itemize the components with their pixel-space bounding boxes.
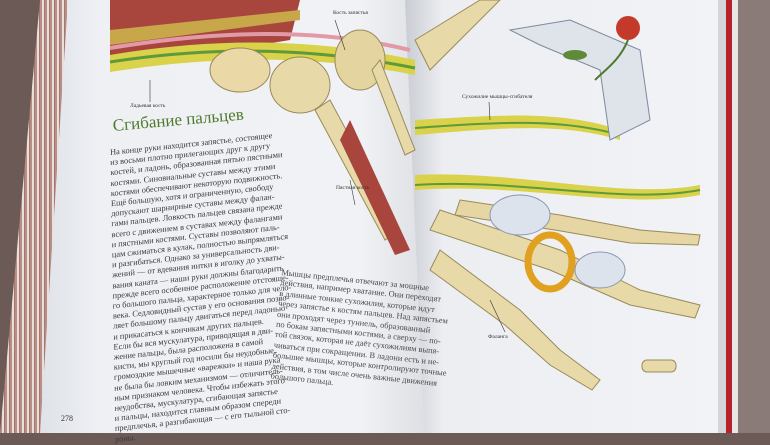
- finger-bone-tip: [641, 359, 677, 373]
- finger-bones: [429, 249, 601, 391]
- forearm-bone: [414, 0, 501, 71]
- label-flexor-tendon: Сухожилие мышцы-сгибателя: [462, 94, 533, 100]
- label-metacarpal: Пястная кость: [336, 185, 370, 191]
- finger-bones: [508, 19, 651, 141]
- hand-anatomy-illustration: [109, 0, 701, 391]
- metacarpal-bone: [371, 59, 416, 156]
- book-cover-edge: [718, 0, 770, 433]
- rose-stem: [594, 39, 629, 81]
- label-carpal: Кость запястья: [333, 10, 368, 16]
- bandage-wrap: [489, 194, 551, 236]
- tendon-band: [414, 182, 701, 196]
- carpal-bone: [269, 56, 331, 114]
- tendon-band: [414, 121, 621, 136]
- left-body-text: На конце руки находится запястье, состоя…: [110, 129, 294, 445]
- gold-ring: [524, 231, 576, 293]
- muscle-stripe: [110, 10, 300, 45]
- label-scaphoid: Ладьевая кость: [130, 103, 166, 109]
- rose-leaf: [563, 50, 587, 60]
- carpal-bone: [209, 47, 271, 93]
- bandage-wrap: [574, 251, 626, 289]
- page-number: 278: [61, 414, 73, 423]
- label-phalanx: Фаланга: [488, 334, 508, 340]
- tendon-band: [415, 115, 620, 140]
- palm-muscle: [340, 120, 410, 255]
- rose-flower: [616, 16, 640, 40]
- carpal-bone: [334, 29, 386, 91]
- tendon-band: [415, 174, 700, 200]
